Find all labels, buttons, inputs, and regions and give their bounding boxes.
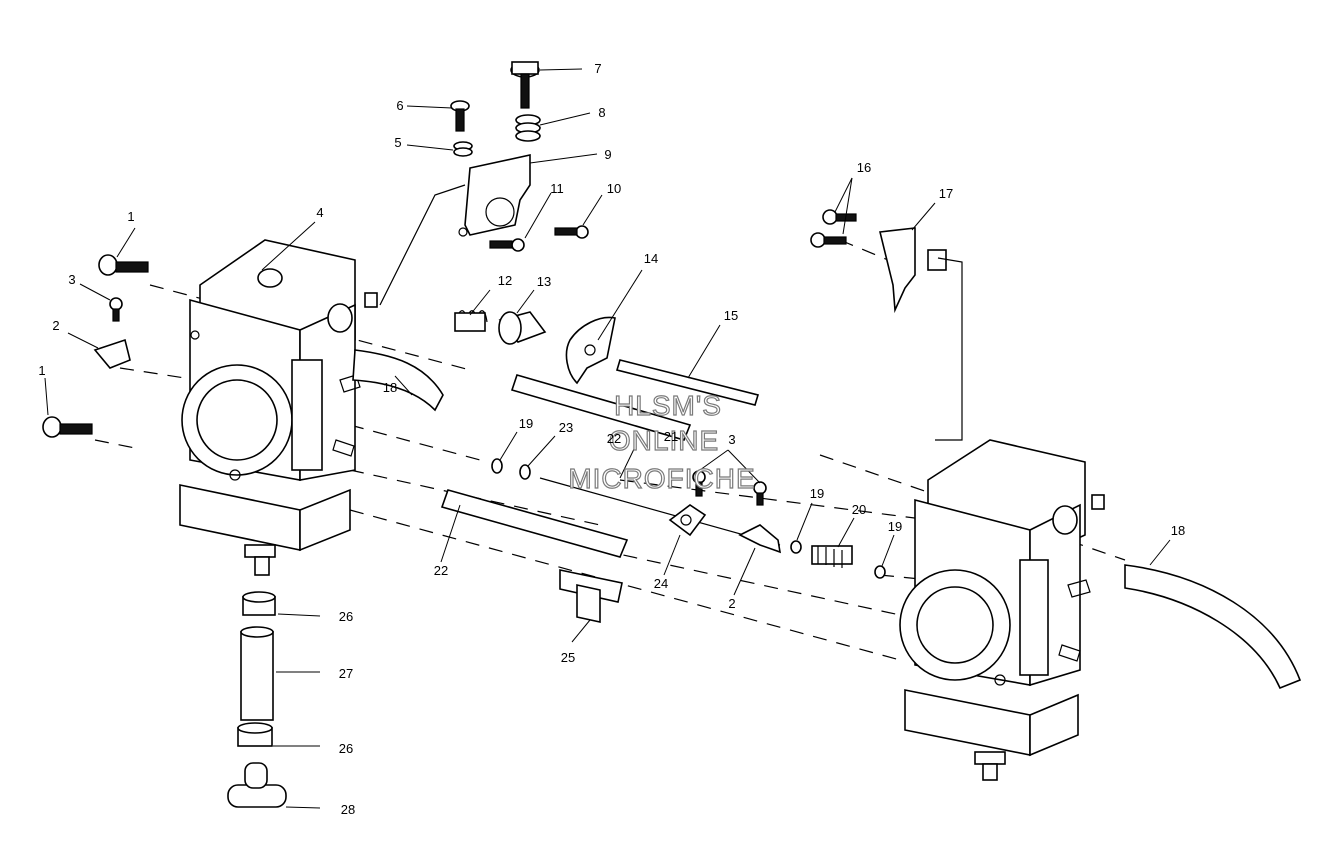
hose-27 [240, 626, 274, 721]
leader-lines [44, 68, 1171, 809]
callout-28: 28 [341, 802, 355, 817]
callout-5: 5 [394, 135, 401, 150]
watermark-line-1: HLSM'S [614, 390, 722, 421]
callout-22b: 22 [434, 563, 448, 578]
callout-8: 8 [598, 105, 605, 120]
spring-5 [453, 141, 473, 157]
callout-11: 11 [550, 181, 564, 196]
spring-12 [454, 310, 488, 332]
throttle-bracket [379, 154, 531, 306]
screw-10 [554, 225, 589, 239]
callout-26b: 26 [339, 741, 353, 756]
callout-25: 25 [561, 650, 575, 665]
callout-14: 14 [644, 251, 658, 266]
callout-2a: 2 [52, 318, 59, 333]
shaft-22 [539, 477, 781, 546]
screw-7 [510, 61, 540, 109]
callout-3a: 3 [68, 272, 75, 287]
watermark-line-3: MICROFICHE [568, 463, 755, 494]
callout-12: 12 [498, 273, 512, 288]
callout-20: 20 [852, 502, 866, 517]
callout-4: 4 [316, 205, 323, 220]
callout-3b: 3 [728, 432, 735, 447]
callout-18a: 18 [383, 380, 397, 395]
callout-1b: 1 [38, 363, 45, 378]
callout-17: 17 [939, 186, 953, 201]
left-carburetor [179, 239, 378, 576]
spring-20 [811, 545, 853, 568]
callout-9: 9 [604, 147, 611, 162]
bracket-17 [879, 227, 963, 441]
screw-1-upper [98, 254, 149, 276]
washers-19-23 [491, 458, 886, 579]
callout-6: 6 [396, 98, 403, 113]
callout-21: 21 [664, 429, 678, 444]
tube-22 [440, 489, 629, 558]
right-carburetor [899, 439, 1105, 781]
callout-26a: 26 [339, 609, 353, 624]
callout-19a: 19 [519, 416, 533, 431]
callout-18b: 18 [1171, 523, 1185, 538]
screw-3-left [109, 297, 123, 322]
callout-1a: 1 [127, 209, 134, 224]
callout-27: 27 [339, 666, 353, 681]
spring-8 [515, 114, 541, 142]
collar-13 [498, 311, 547, 345]
callout-23: 23 [559, 420, 573, 435]
hose-18-right [1124, 564, 1302, 690]
tee-25 [559, 569, 623, 623]
callout-22a: 22 [607, 431, 621, 446]
watermark-line-2: ONLINE [609, 425, 719, 456]
callout-19b: 19 [810, 486, 824, 501]
screw-1-lower [42, 416, 93, 438]
lever-14 [565, 316, 616, 385]
screw-11 [489, 238, 525, 252]
coupler-24 [668, 504, 707, 537]
callout-13: 13 [537, 274, 551, 289]
clamp-2-left [93, 338, 131, 369]
clamp-2-right [738, 524, 782, 554]
clamp-26-upper [242, 591, 276, 616]
tube-upper [510, 374, 692, 441]
shaft-15 [615, 359, 760, 406]
screws-21-3 [692, 470, 767, 506]
callout-labels: 1 1 2 2 3 3 4 5 6 7 8 9 10 11 12 13 14 1… [38, 61, 1185, 817]
watermark: HLSM'S ONLINE MICROFICHE [568, 389, 756, 494]
callout-19c: 19 [888, 519, 902, 534]
callout-2b: 2 [728, 596, 735, 611]
clamp-26-lower [237, 722, 273, 747]
callout-10: 10 [607, 181, 621, 196]
screw-6 [450, 100, 470, 132]
callout-24: 24 [654, 576, 668, 591]
screws-16 [810, 209, 857, 248]
callout-16: 16 [857, 160, 871, 175]
callout-15: 15 [724, 308, 738, 323]
tee-28 [227, 762, 287, 808]
callout-7: 7 [594, 61, 601, 76]
